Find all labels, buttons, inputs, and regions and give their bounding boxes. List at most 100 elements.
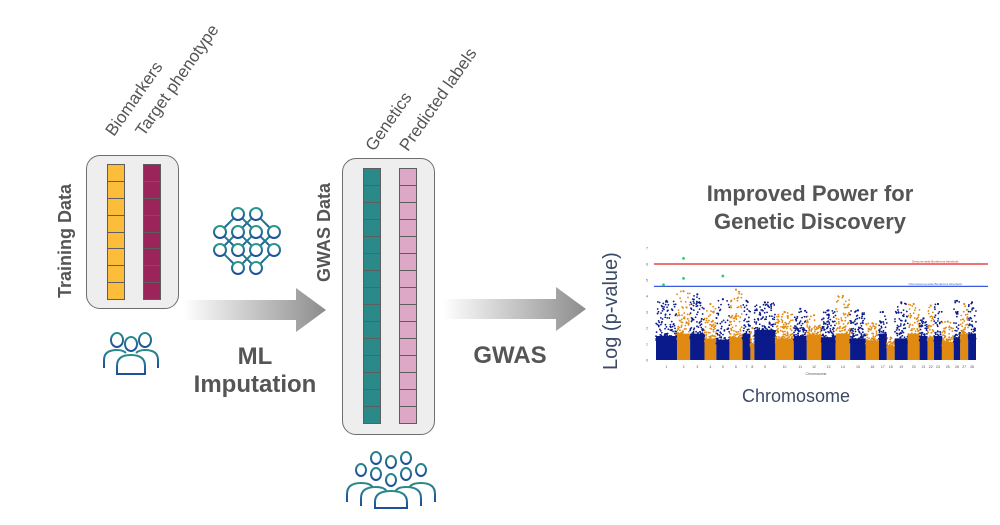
snp-point [910, 329, 912, 332]
snp-point [732, 317, 735, 320]
snp-point [974, 329, 977, 332]
snp-point [817, 327, 820, 330]
snp-point [969, 310, 972, 313]
snp-point [854, 310, 857, 313]
snp-point [879, 337, 882, 339]
snp-point [673, 324, 676, 327]
snp-point [847, 336, 850, 339]
snp-point [854, 330, 857, 333]
snp-point [868, 337, 871, 340]
snp-point [703, 317, 706, 320]
snp-point [721, 320, 723, 323]
snp-point [920, 321, 923, 323]
snp-point [904, 319, 907, 322]
snp-point [848, 332, 851, 335]
snp-point [729, 305, 732, 307]
snp-point [662, 337, 665, 339]
snp-point [790, 319, 792, 322]
snp-point [799, 327, 802, 329]
snp-point [781, 321, 784, 324]
snp-point [774, 322, 777, 324]
snp-point [849, 313, 852, 316]
snp-point [707, 319, 710, 322]
snp-point [885, 334, 888, 336]
snp-point [935, 322, 938, 324]
chromosome-13-dense-region [821, 337, 836, 360]
snp-point [763, 307, 766, 310]
snp-point [765, 335, 768, 337]
snp-point [820, 335, 822, 338]
snp-point [702, 307, 705, 310]
chromosome-27-peak [963, 302, 966, 306]
biomarker-cell [107, 283, 125, 300]
snp-point [768, 306, 771, 309]
snp-point [936, 338, 939, 341]
training-data-panel [86, 155, 179, 309]
genome-wide-threshold-label: Genome-wide Bonferroni threshold [912, 260, 959, 264]
snp-point [693, 302, 695, 304]
chromosome-18-dense-region [886, 345, 895, 360]
chromosome-1-dense-region [656, 336, 677, 360]
snp-point [934, 303, 937, 306]
snp-point [687, 320, 690, 322]
snp-point [684, 335, 687, 337]
snp-point [829, 339, 832, 342]
gwas-arrow [443, 287, 586, 331]
chromosome-14-points [835, 294, 851, 360]
snp-point [790, 336, 793, 339]
snp-point [720, 327, 723, 330]
snp-point [760, 335, 763, 337]
ml-imputation-arrow [183, 288, 326, 332]
predicted-label-cell [399, 390, 417, 407]
snp-point [963, 328, 966, 331]
x-tick-label: 27 [962, 365, 966, 369]
snp-point [918, 326, 921, 329]
snp-point [713, 326, 715, 329]
snp-point [695, 302, 698, 305]
snp-point [876, 343, 879, 346]
snp-point [802, 330, 805, 333]
snp-point [819, 326, 822, 329]
snp-point [779, 329, 782, 332]
snp-point [677, 333, 680, 336]
snp-point [916, 317, 919, 320]
snp-point [931, 317, 934, 320]
snp-point [852, 332, 855, 335]
snp-point [968, 303, 970, 306]
snp-point [858, 339, 860, 342]
snp-point [748, 324, 751, 327]
snp-point [713, 335, 715, 338]
snp-point [704, 331, 706, 334]
snp-point [728, 330, 731, 333]
chromosome-4-peak [709, 302, 712, 306]
snp-point [765, 316, 768, 318]
snp-point [656, 312, 659, 315]
snp-point [668, 337, 671, 340]
snp-point [658, 301, 661, 304]
snp-point [961, 329, 964, 332]
snp-point [822, 311, 825, 314]
snp-point [698, 308, 701, 311]
snp-point [667, 335, 670, 338]
snp-point [773, 318, 776, 321]
snp-point [902, 327, 905, 330]
snp-point [733, 297, 736, 300]
snp-point [866, 336, 869, 339]
snp-point [788, 321, 791, 323]
snp-point [780, 341, 782, 344]
snp-point [928, 324, 931, 327]
snp-point [856, 333, 859, 336]
snp-point [761, 317, 764, 320]
snp-point [832, 330, 835, 333]
snp-point [971, 336, 974, 339]
snp-point [696, 313, 698, 316]
neural-network-icon [213, 207, 281, 275]
snp-point [884, 318, 887, 321]
snp-point [859, 336, 862, 338]
snp-point [679, 329, 681, 332]
snp-point [710, 320, 713, 323]
snp-point [950, 338, 952, 341]
snp-point [840, 317, 843, 319]
snp-point [873, 327, 876, 330]
chromosome-21-dense-region [919, 336, 928, 360]
